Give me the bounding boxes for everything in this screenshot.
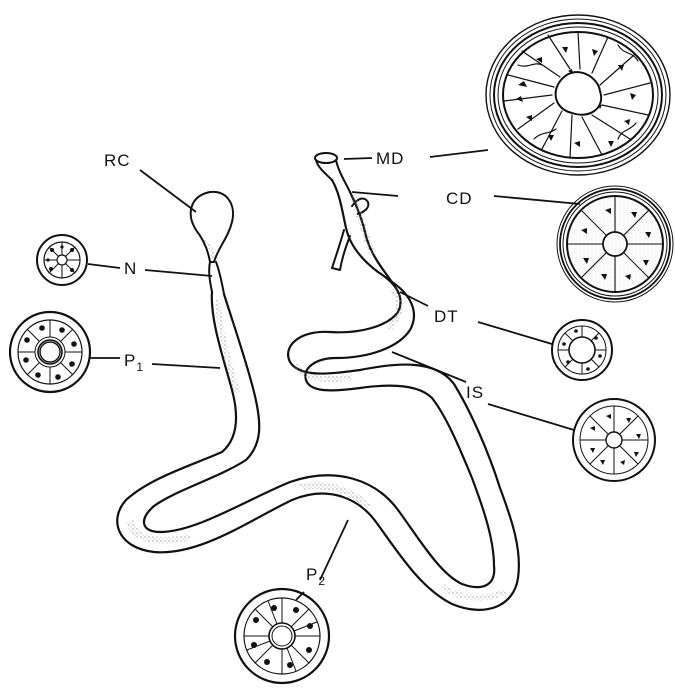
leader-cd-left (352, 192, 398, 196)
leader-rc (140, 170, 196, 212)
leader-p1-right (152, 364, 220, 368)
tubule-neck (209, 262, 224, 294)
cross-section-n (37, 235, 87, 285)
cross-section-p1 (10, 312, 90, 392)
leader-md-left (344, 158, 372, 159)
leader-cd-right (494, 196, 580, 204)
tubule-shading-6 (386, 288, 402, 330)
label-n: N (124, 259, 137, 278)
leader-dt-left (400, 292, 428, 306)
leader-n-left (88, 264, 120, 268)
nephron-tubule (117, 153, 519, 610)
tubule-body-inner (144, 282, 494, 587)
cross-section-is (573, 399, 655, 481)
leader-is-left (392, 352, 466, 382)
md-stem (316, 160, 350, 192)
cross-section-md (486, 15, 670, 175)
label-dt: DT (434, 307, 459, 326)
label-rc: RC (104, 151, 131, 170)
label-p2: P2 (306, 565, 325, 588)
cross-section-p2 (235, 589, 329, 683)
leader-is-right (488, 404, 574, 430)
label-cd: CD (446, 189, 473, 208)
leader-p2 (320, 520, 348, 580)
label-is: IS (466, 383, 484, 402)
cross-section-dt (552, 320, 612, 380)
leader-dt-right (478, 322, 552, 344)
leader-n-right (145, 270, 212, 276)
leader-md-right (430, 150, 488, 157)
medullary-duct-opening (315, 153, 337, 163)
label-p1: P1 (124, 351, 143, 374)
label-md: MD (376, 149, 404, 168)
